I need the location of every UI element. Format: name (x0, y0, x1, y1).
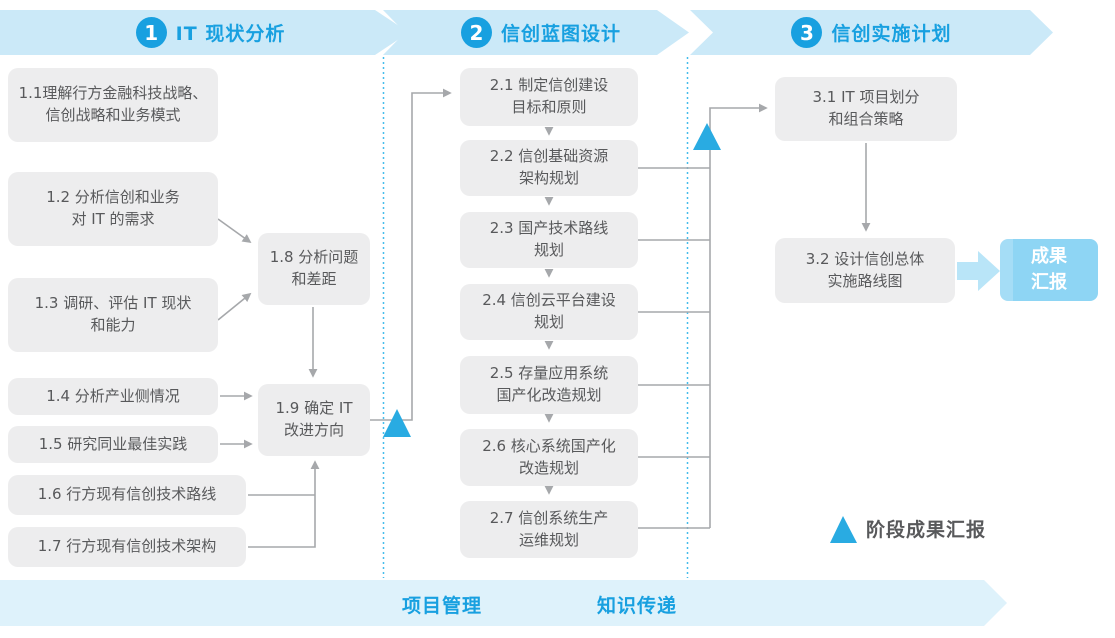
phase-2-title: 信创蓝图设计 (500, 23, 621, 45)
footer-item-knowledge-transfer: 知识传递 (597, 595, 678, 617)
phase-2-header: 2 信创蓝图设计 (383, 10, 689, 55)
box-3-2: 3.2 设计信创总体 实施路线图 (775, 238, 955, 303)
phase-3-title: 信创实施计划 (831, 23, 952, 45)
phase-1-header: 1 IT 现状分析 (0, 10, 409, 55)
connector-1-9-to-2-1 (370, 88, 452, 421)
box-2-4: 2.4 信创云平台建设 规划 (460, 284, 638, 340)
box-1-6: 1.6 行方现有信创技术路线 (8, 475, 246, 515)
phase-3-number-badge: 3 (791, 17, 823, 48)
box-2-1: 2.1 制定信创建设 目标和原则 (460, 68, 638, 126)
box-2-3: 2.3 国产技术路线 规划 (460, 212, 638, 268)
phase-2-number-badge: 2 (460, 17, 492, 48)
connector-1-2-to-1-8 (217, 218, 252, 244)
box-1-9: 1.9 确定 IT 改进方向 (258, 384, 370, 456)
connector-1-3-to-1-8 (217, 292, 252, 321)
box-2-5: 2.5 存量应用系统 国产化改造规划 (460, 356, 638, 414)
box-1-1: 1.1理解行方金融科技战略、 信创战略和业务模式 (8, 68, 218, 142)
box-1-5: 1.5 研究同业最佳实践 (8, 426, 218, 463)
milestone-triangle-phase2-icon (693, 123, 721, 150)
box-2-6: 2.6 核心系统国产化 改造规划 (460, 429, 638, 486)
connector-1-7-to-1-9 (248, 460, 320, 548)
box-1-2: 1.2 分析信创和业务 对 IT 的需求 (8, 172, 218, 246)
legend-triangle-icon (830, 516, 857, 543)
box-1-4: 1.4 分析产业侧情况 (8, 378, 218, 415)
connector-collector-to-3-1 (709, 103, 768, 528)
legend-label: 阶段成果汇报 (866, 519, 987, 541)
footer-band (0, 580, 1007, 626)
box-3-1: 3.1 IT 项目划分 和组合策略 (775, 77, 957, 141)
box-2-2: 2.2 信创基础资源 架构规划 (460, 140, 638, 196)
milestone-triangle-phase1-icon (383, 409, 411, 437)
box-1-3: 1.3 调研、评估 IT 现状 和能力 (8, 278, 218, 352)
footer-item-project-management: 项目管理 (402, 595, 483, 617)
phase-1-title: IT 现状分析 (175, 23, 286, 45)
box-1-8: 1.8 分析问题 和差距 (258, 233, 370, 305)
phase-1-number-badge: 1 (135, 17, 167, 48)
result-box: 成果 汇报 (1000, 239, 1098, 301)
box-1-7: 1.7 行方现有信创技术架构 (8, 527, 246, 567)
box-2-7: 2.7 信创系统生产 运维规划 (460, 501, 638, 558)
block-arrow-icon (957, 251, 1000, 291)
phase-3-header: 3 信创实施计划 (690, 10, 1053, 55)
